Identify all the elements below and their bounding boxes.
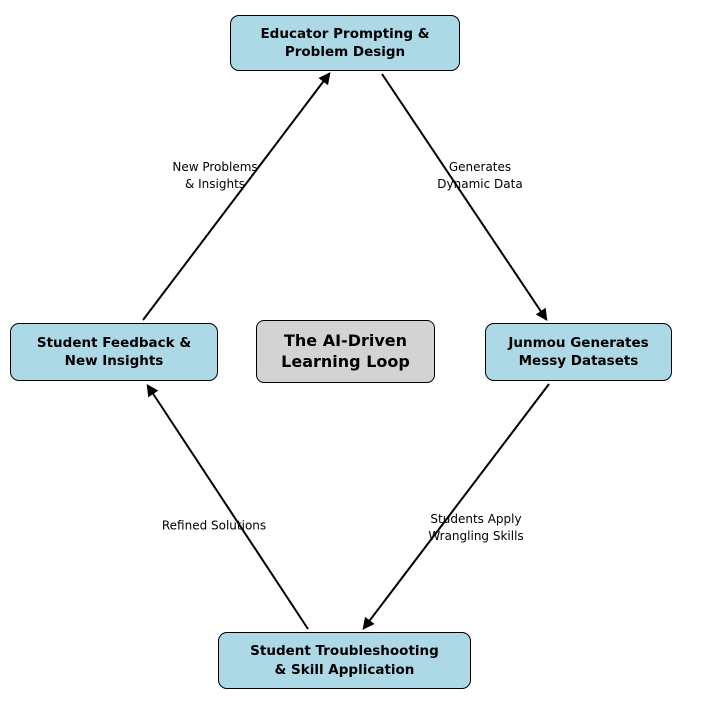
diagram-title-box: The AI-Driven Learning Loop (256, 320, 435, 383)
edge-label-new-problems-insights: New Problems & Insights (172, 160, 258, 191)
node-junmou-generates-datasets: Junmou Generates Messy Datasets (485, 323, 672, 381)
edge-label-generates-dynamic-data: Generates Dynamic Data (437, 160, 523, 191)
node-student-troubleshooting: Student Troubleshooting & Skill Applicat… (218, 632, 471, 689)
edge-troubleshooting-to-feedback (146, 383, 309, 630)
edge-label-students-apply-wrangling: Students Apply Wrangling Skills (428, 512, 524, 543)
edge-junmou-to-troubleshooting (362, 383, 550, 630)
edge-educator-to-junmou (381, 73, 548, 321)
edge-feedback-to-educator (142, 72, 331, 321)
node-educator-prompting: Educator Prompting & Problem Design (230, 15, 460, 71)
edge-label-refined-solutions: Refined Solutions (161, 518, 267, 533)
node-student-feedback: Student Feedback & New Insights (10, 323, 218, 381)
